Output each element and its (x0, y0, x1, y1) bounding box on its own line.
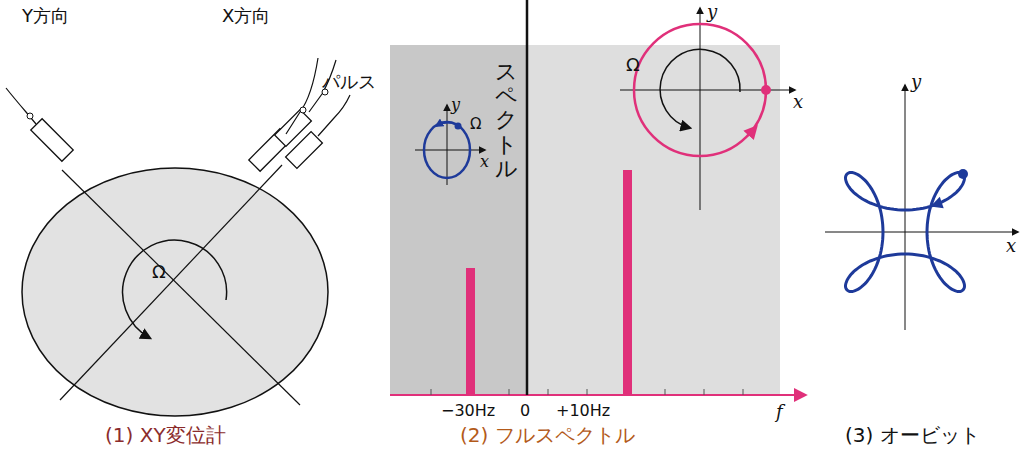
axis-letter: y (451, 96, 460, 114)
axis-letter: y (707, 2, 717, 22)
axis-letter: x (480, 153, 489, 171)
sensor-label: Y方向 (22, 6, 69, 26)
panel-caption: (2) フルスペクトル (460, 424, 635, 446)
axis-title: スペクトル (495, 60, 517, 181)
axis-letter: f (776, 402, 783, 422)
axis-letter: x (793, 92, 803, 112)
axis-letter: x (1006, 236, 1016, 256)
sensor-label: パルス (322, 72, 376, 92)
rotation-symbol: Ω (152, 262, 166, 282)
rotation-symbol: Ω (626, 55, 640, 75)
tick-label: 0 (520, 402, 530, 420)
tick-label: +10Hz (556, 402, 610, 420)
orbit-plot (825, 85, 1018, 330)
sensor-label: X方向 (222, 6, 270, 26)
rotation-symbol: Ω (470, 116, 481, 133)
xy-sensor-figure (6, 58, 350, 416)
axis-letter: y (911, 72, 921, 92)
panel-caption: (1) XY変位計 (105, 424, 226, 446)
tick-label: −30Hz (441, 402, 495, 420)
panel-caption: (3) オービット (845, 424, 980, 446)
spectrum-chart (390, 0, 805, 395)
